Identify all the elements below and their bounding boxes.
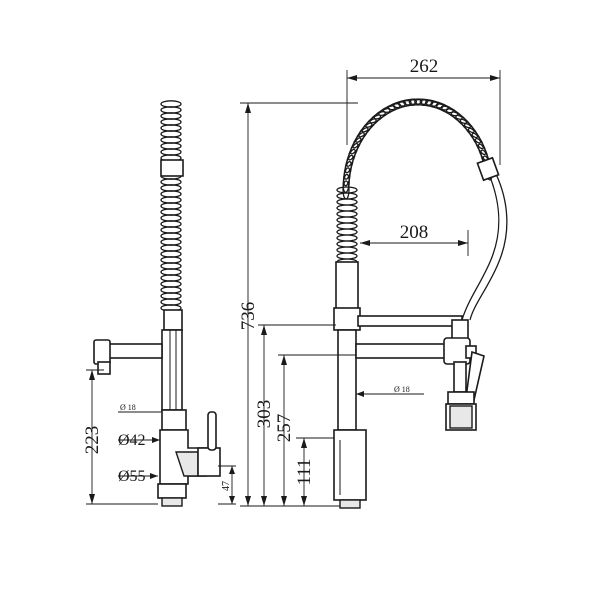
front-spout-arm [355, 343, 447, 359]
front-body [333, 429, 367, 501]
dim-lever-small-label: 47 [221, 481, 232, 491]
dim-dia-42-label: Ø42 [118, 432, 146, 449]
side-spring [160, 100, 182, 312]
dim-base-height-label: 111 [294, 458, 315, 485]
dim-side-height-label: 223 [82, 426, 103, 455]
dim-overall-height-label: 736 [238, 302, 259, 331]
side-column [161, 329, 183, 411]
front-view: 262 208 Ø 18 736 303 257 [238, 56, 508, 509]
side-swivel-joint [163, 309, 183, 331]
dim-spout-reach-label: 208 [400, 222, 429, 243]
side-spring-collar [160, 159, 184, 177]
front-base-foot [339, 499, 361, 509]
dim-spout-height-label: 303 [254, 400, 275, 429]
dim-dia-small-label: Ø 18 [120, 403, 136, 412]
dim-outlet-height-label: 257 [274, 414, 295, 443]
dim-dia-small-right-label: Ø 18 [394, 385, 410, 394]
side-spout-arm [105, 343, 163, 359]
side-spout-nozzle [97, 361, 111, 375]
front-hose [461, 171, 500, 321]
side-base [157, 483, 187, 499]
front-spring-arch [336, 98, 493, 302]
front-spray-neck [453, 361, 467, 393]
dim-dia-55-label: Ø55 [118, 468, 146, 485]
side-spout-holder [93, 339, 111, 365]
dim-overall-width-label: 262 [410, 56, 439, 77]
side-lever-block [197, 447, 221, 477]
front-arm-joint [451, 319, 469, 341]
side-collar [161, 409, 187, 431]
front-upper-arm [357, 315, 463, 327]
side-base-foot [161, 497, 183, 507]
side-view: 223 Ø 18 Ø42 Ø55 47 [82, 100, 236, 507]
front-column [337, 329, 357, 431]
side-lever-handle [207, 411, 217, 451]
front-column-joint [333, 307, 361, 331]
front-spray-ring [447, 391, 475, 405]
front-hose-holder [476, 156, 500, 182]
